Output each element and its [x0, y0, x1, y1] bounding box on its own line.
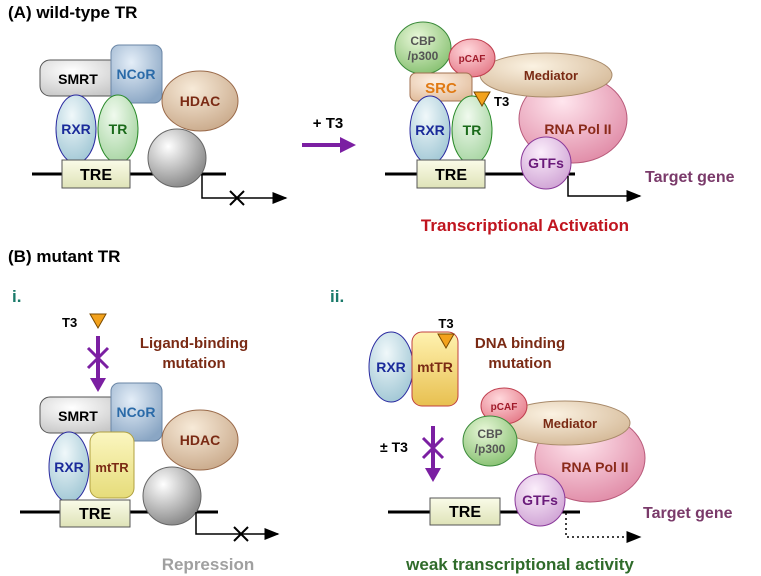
gtfs-shape — [520, 136, 572, 190]
block-x-icon — [229, 190, 245, 206]
cbp-label-line2: /p300 — [475, 442, 506, 456]
ligand-binding-mutation-line1: Ligand-binding — [140, 335, 248, 352]
rxr-label: RXR — [61, 121, 91, 137]
transcription-arrow — [567, 176, 642, 202]
target-gene-label: Target gene — [645, 169, 735, 186]
mttr-label: mtTR — [95, 460, 129, 475]
t3-label-ii: T3 — [438, 316, 453, 331]
panel-a-title: (A) wild-type TR — [8, 3, 137, 22]
blocked-binding-arrow-icon — [425, 468, 441, 482]
mttr-shape — [411, 331, 459, 407]
block-x-icon — [86, 346, 110, 370]
block-x-icon — [233, 526, 249, 542]
t3-ligand-icon — [437, 333, 455, 350]
tre-box — [429, 497, 501, 526]
ncor-shape — [110, 44, 163, 104]
hdac-shape — [161, 70, 239, 132]
cbp-shape — [462, 415, 518, 467]
mttr-shape — [89, 431, 135, 499]
hdac-shape — [161, 409, 239, 471]
rxr-label: RXR — [415, 122, 445, 138]
tre-box — [61, 159, 131, 189]
ncor-shape — [110, 382, 163, 442]
blocked-transcription-arrow — [195, 512, 280, 540]
rna-pol-label: RNA Pol II — [544, 121, 611, 137]
repression-label: Repression — [162, 555, 255, 574]
target-gene-label: Target gene — [643, 505, 733, 522]
tre-label: TRE — [79, 506, 111, 523]
cbp-label-line2: /p300 — [408, 49, 439, 63]
nucleosome — [142, 466, 202, 526]
plus-minus-t3-label: ± T3 — [380, 439, 408, 455]
ligand-binding-mutation-line2: mutation — [162, 355, 225, 372]
panel-b-title: (B) mutant TR — [8, 247, 120, 266]
dna-binding-mutation-line2: mutation — [488, 355, 551, 372]
tre-box — [59, 499, 131, 528]
tr-label: TR — [463, 122, 482, 138]
rxr-label: RXR — [54, 459, 84, 475]
hdac-label: HDAC — [180, 432, 220, 448]
mediator-label: Mediator — [543, 416, 597, 431]
pcaf-label: pCAF — [459, 54, 486, 65]
activation-arrow-icon — [340, 137, 356, 153]
rna-pol-label: RNA Pol II — [561, 459, 628, 475]
dna-binding-mutation-line1: DNA binding — [475, 335, 565, 352]
tre-label: TRE — [80, 167, 112, 184]
transcriptional-activation-label: Transcriptional Activation — [421, 216, 629, 235]
blocked-transcription-arrow — [201, 174, 288, 204]
src-label: SRC — [425, 80, 457, 97]
cbp-shape — [394, 21, 452, 75]
nucleosome — [147, 128, 207, 188]
pcaf-label: pCAF — [491, 402, 518, 413]
panel-a-repressed-complex: SMRT NCoR HDAC RXR TR TRE — [32, 44, 288, 206]
weak-transcriptional-activity-label: weak transcriptional activity — [405, 555, 634, 574]
gtfs-label: GTFs — [528, 155, 564, 171]
sub-panel-ii-label: ii. — [330, 287, 344, 306]
hdac-label: HDAC — [180, 93, 220, 109]
sub-panel-i-complex: SMRT NCoR HDAC RXR mtTR TRE — [20, 382, 280, 542]
tr-label: TR — [109, 121, 128, 137]
gtfs-label: GTFs — [522, 492, 558, 508]
panel-a-activated-complex: RNA Pol II Mediator CBP /p300 pCAF SRC R… — [385, 21, 735, 202]
t3-ligand-icon — [473, 91, 491, 108]
t3-label-i: T3 — [62, 315, 77, 330]
block-x-icon — [421, 436, 445, 460]
cbp-label-line1: CBP — [477, 427, 502, 441]
t3-label: T3 — [494, 94, 509, 109]
blocked-binding-arrow-icon — [90, 378, 106, 392]
sub-panel-ii-complex: RNA Pol II Mediator pCAF CBP /p300 TRE G… — [388, 387, 733, 543]
cbp-label-line1: CBP — [410, 34, 435, 48]
mediator-label: Mediator — [524, 68, 578, 83]
smrt-label: SMRT — [58, 71, 98, 87]
gtfs-shape — [514, 473, 566, 527]
rxr-label-ii: RXR — [376, 359, 406, 375]
weak-transcription-arrow — [565, 513, 642, 543]
tre-label: TRE — [435, 167, 467, 184]
ncor-label: NCoR — [117, 404, 156, 420]
mttr-label-ii: mtTR — [417, 359, 453, 375]
plus-t3-label: + T3 — [313, 115, 343, 132]
t3-ligand-icon — [89, 313, 107, 330]
tre-box — [416, 159, 486, 189]
ncor-label: NCoR — [117, 66, 156, 82]
tre-label: TRE — [449, 504, 481, 521]
sub-panel-i-label: i. — [12, 287, 21, 306]
smrt-label: SMRT — [58, 408, 98, 424]
